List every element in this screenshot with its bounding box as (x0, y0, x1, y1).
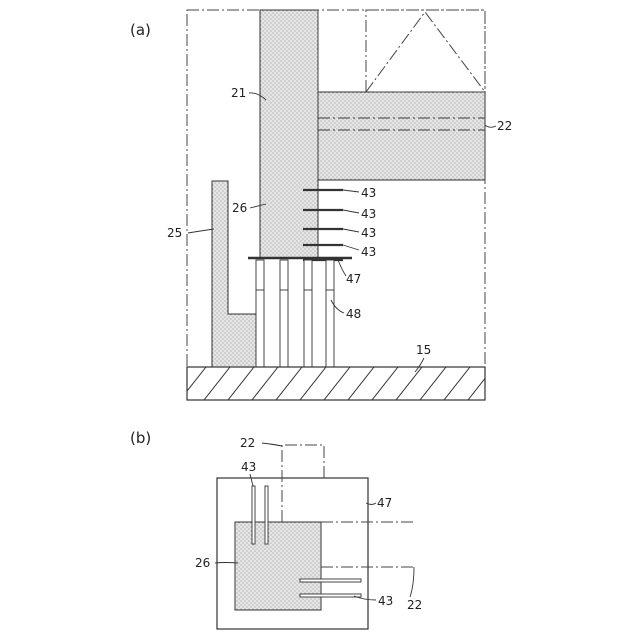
callout-43-1: 43 (361, 186, 376, 200)
electrode-43-h1 (300, 579, 361, 582)
callout-47-b: 47 (377, 496, 392, 510)
panel-a: (a) (130, 10, 512, 400)
electrode-43-v2 (265, 486, 268, 544)
base-15 (180, 367, 494, 400)
panel-b: (b) 22 43 47 26 43 22 (130, 429, 422, 629)
triangle-shape (366, 12, 485, 92)
pillars-48 (256, 260, 334, 367)
callout-47: 47 (346, 272, 361, 286)
callout-43-3: 43 (361, 226, 376, 240)
callout-43-bottom: 43 (378, 594, 393, 608)
callout-22-right: 22 (407, 598, 422, 612)
electrode-43-h2 (300, 594, 361, 597)
callout-21: 21 (231, 86, 246, 100)
panel-a-label: (a) (130, 21, 151, 39)
structure-22-top (282, 445, 324, 522)
callout-25: 25 (167, 226, 182, 240)
callout-43-4: 43 (361, 245, 376, 259)
electrode-43-v1 (252, 486, 255, 544)
callout-43-2: 43 (361, 207, 376, 221)
callout-43-top: 43 (241, 460, 256, 474)
panel-b-label: (b) (130, 429, 151, 447)
callout-48: 48 (346, 307, 361, 321)
callout-22: 22 (497, 119, 512, 133)
triangle-frame (366, 10, 485, 92)
callout-26: 26 (232, 201, 247, 215)
callout-22-top: 22 (240, 436, 255, 450)
callout-26-b: 26 (195, 556, 210, 570)
callout-15: 15 (416, 343, 431, 357)
